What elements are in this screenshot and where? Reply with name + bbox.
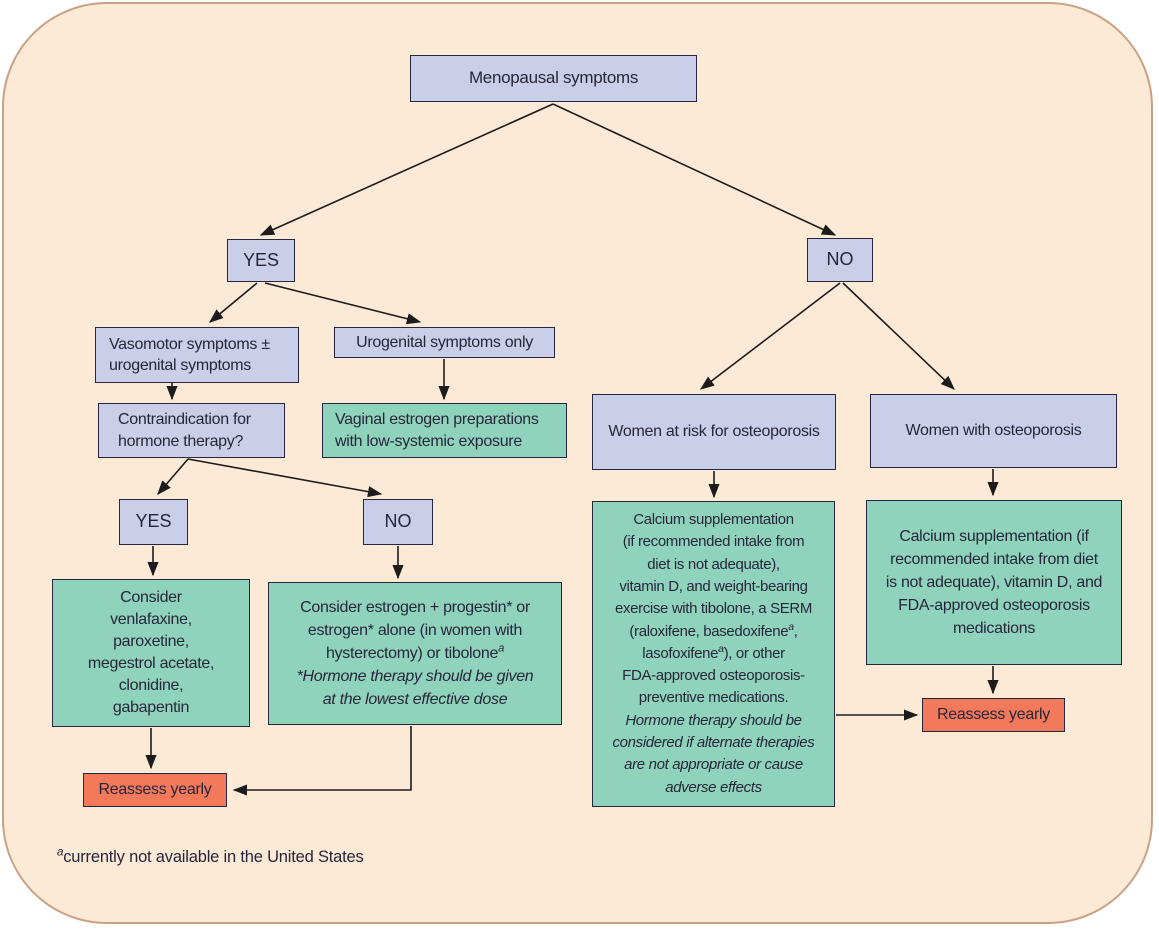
- node-contraindication-hormone-therapy: Contraindication for hormone therapy?: [98, 403, 285, 458]
- footnote-text: currently not available in the United St…: [63, 848, 364, 866]
- node-line: with low-systemic exposure: [335, 432, 522, 450]
- node-line-text: lasofoxifene: [642, 644, 719, 662]
- node-menopausal-symptoms: Menopausal symptoms: [410, 55, 697, 102]
- node-women-at-risk-osteoporosis: Women at risk for osteoporosis: [592, 394, 836, 470]
- node-calcium-fda-medications: Calcium supplementation (if recommended …: [866, 500, 1122, 665]
- node-line: hormone therapy?: [118, 432, 244, 450]
- node-reassess-yearly-left: Reassess yearly: [83, 773, 227, 807]
- node-line: recommended intake from diet: [890, 551, 1098, 568]
- node-women-with-osteoporosis: Women with osteoporosis: [870, 394, 1117, 468]
- node-line-italic: *Hormone therapy should be given: [296, 668, 534, 685]
- node-line: Vaginal estrogen preparations: [335, 411, 539, 429]
- node-line: FDA-approved osteoporosis: [898, 597, 1090, 614]
- node-line: Consider estrogen + progestin* or: [300, 599, 530, 616]
- node-vasomotor-symptoms: Vasomotor symptoms ± urogenital symptoms: [95, 327, 299, 383]
- node-line: vitamin D, and weight-bearing: [619, 577, 808, 595]
- node-yes-symptoms: YES: [227, 239, 295, 282]
- node-line: gabapentin: [112, 699, 190, 716]
- node-line-italic: considered if alternate therapies: [612, 734, 815, 752]
- node-reassess-yearly-right: Reassess yearly: [922, 698, 1065, 732]
- node-label: YES: [135, 511, 172, 532]
- node-line: FDA-approved osteoporosis-: [622, 667, 805, 685]
- node-label: Reassess yearly: [98, 781, 212, 799]
- node-label: Women at risk for osteoporosis: [608, 423, 820, 441]
- node-line: Calcium supplementation: [633, 511, 794, 529]
- footnote-marker: a: [788, 620, 794, 633]
- footnote-marker: a: [57, 846, 64, 859]
- node-line: Consider: [120, 589, 182, 606]
- node-line: paroxetine,: [113, 633, 189, 650]
- node-line: venlafaxine,: [110, 611, 192, 628]
- node-line: Vasomotor symptoms ±: [109, 335, 270, 353]
- node-label: Menopausal symptoms: [468, 68, 639, 88]
- node-line: (raloxifene, basedoxifenea,: [629, 620, 798, 643]
- node-line: preventive medications.: [638, 689, 789, 707]
- node-line-text: ), or other: [723, 644, 786, 662]
- node-line-italic: are not appropriate or cause: [624, 756, 803, 774]
- node-label: Urogenital symptoms only: [356, 333, 533, 351]
- node-line: urogenital symptoms: [109, 357, 251, 374]
- node-line-text: (raloxifene, basedoxifene: [629, 622, 789, 640]
- footnote-marker: a: [498, 642, 505, 655]
- node-nonhormonal-options: Consider venlafaxine, paroxetine, megest…: [52, 579, 250, 727]
- node-hormone-therapy-options: Consider estrogen + progestin* or estrog…: [268, 582, 562, 725]
- node-line: diet is not adequate),: [647, 555, 780, 573]
- node-line: is not adequate), vitamin D, and: [885, 574, 1103, 591]
- node-line-text: ,: [793, 622, 798, 640]
- node-vaginal-estrogen-preparations: Vaginal estrogen preparations with low-s…: [322, 403, 567, 458]
- node-line: (if recommended intake from: [622, 533, 805, 551]
- node-calcium-tibolone-serm: Calcium supplementation (if recommended …: [592, 501, 835, 807]
- node-no-contraindication: NO: [363, 499, 433, 545]
- node-line: lasofoxifenea), or other: [642, 643, 785, 665]
- node-line: estrogen* alone (in women with: [307, 622, 523, 639]
- node-label: NO: [826, 249, 854, 270]
- node-label: Reassess yearly: [937, 706, 1050, 724]
- node-yes-contraindication: YES: [119, 499, 188, 545]
- node-no-symptoms: NO: [807, 238, 873, 282]
- node-line: medications: [952, 620, 1036, 637]
- node-line: Contraindication for: [118, 411, 251, 429]
- node-line: hysterectomy) or tibolonea: [326, 642, 504, 665]
- node-urogenital-symptoms-only: Urogenital symptoms only: [334, 327, 555, 358]
- node-label: YES: [242, 249, 280, 270]
- node-line: Calcium supplementation (if: [899, 528, 1089, 545]
- node-line-italic: at the lowest effective dose: [322, 691, 508, 708]
- footnote: acurrently not available in the United S…: [57, 846, 364, 867]
- node-line-text: hysterectomy) or tibolone: [325, 645, 499, 662]
- node-label: Women with osteoporosis: [905, 422, 1082, 440]
- node-line-italic: adverse effects: [665, 778, 762, 796]
- node-label: NO: [384, 511, 412, 532]
- node-line: megestrol acetate,: [87, 655, 215, 672]
- node-line-italic: Hormone therapy should be: [625, 711, 802, 729]
- footnote-marker: a: [718, 642, 724, 655]
- node-line: clonidine,: [118, 677, 184, 694]
- node-line: exercise with tibolone, a SERM: [614, 600, 813, 618]
